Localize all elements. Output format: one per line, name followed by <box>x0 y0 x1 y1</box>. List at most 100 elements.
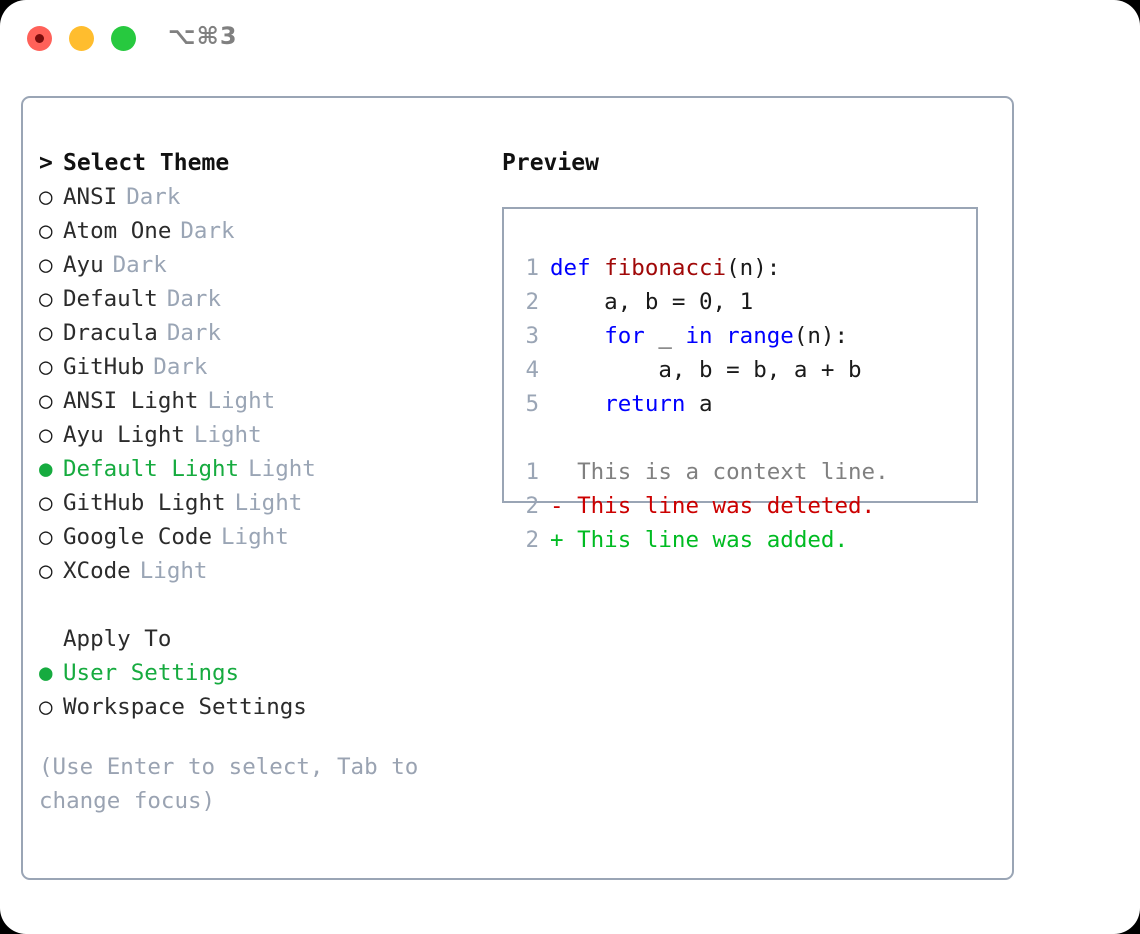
code-line-text: a, b = b, a + b <box>550 353 862 387</box>
minimize-button[interactable] <box>69 26 94 51</box>
diff-sign <box>550 455 564 489</box>
code-token: for <box>604 323 645 349</box>
theme-name-label: Default Light <box>63 456 240 482</box>
code-token: _ <box>644 323 686 349</box>
spacer <box>39 588 479 622</box>
theme-list-item[interactable]: ○ GitHub Light Light <box>39 486 479 520</box>
theme-list-item[interactable]: ○ ANSI Dark <box>39 180 479 214</box>
code-token: fibonacci <box>604 255 727 281</box>
code-line-number: 4 <box>525 357 539 383</box>
prompt-caret-icon: > <box>39 150 53 176</box>
code-line: 2 a, b = 0, 1 <box>504 285 976 319</box>
theme-mode-label: Light <box>193 422 262 448</box>
radio-icon[interactable]: ○ <box>39 354 53 380</box>
code-line-number: 3 <box>525 323 539 349</box>
radio-icon[interactable]: ○ <box>39 388 53 414</box>
code-line-text: return a <box>550 387 712 421</box>
diff-line: 2- This line was deleted. <box>504 489 976 523</box>
radio-icon[interactable]: ○ <box>39 320 53 346</box>
code-token: a, b = b, a + b <box>550 357 862 383</box>
diff-sample: 1 This is a context line.2- This line wa… <box>504 455 976 557</box>
select-theme-header: > Select Theme <box>39 146 479 180</box>
theme-mode-label: Light <box>221 524 289 550</box>
diff-line-text: This line was deleted. <box>563 493 876 519</box>
theme-mode-label: Dark <box>153 354 208 380</box>
diff-line-number: 1 <box>525 459 539 485</box>
theme-name-label: Google Code <box>63 524 213 550</box>
code-line: 3 for _ in range(n): <box>504 319 976 353</box>
code-token: (n): <box>726 255 781 281</box>
code-line-text: def fibonacci(n): <box>550 251 780 285</box>
radio-icon[interactable]: ○ <box>39 694 53 720</box>
radio-icon[interactable]: ○ <box>39 490 53 516</box>
diff-line-text: This is a context line. <box>563 459 889 485</box>
radio-selected-icon[interactable]: ● <box>39 456 53 482</box>
apply-to-item[interactable]: ○Workspace Settings <box>39 690 479 724</box>
code-token: return <box>604 391 686 417</box>
theme-name-label: Default <box>63 286 158 312</box>
radio-icon[interactable]: ○ <box>39 524 53 550</box>
keyboard-hint: (Use Enter to select, Tab to change focu… <box>39 754 432 814</box>
code-token <box>713 323 727 349</box>
select-theme-title: Select Theme <box>63 150 230 176</box>
theme-mode-label: Dark <box>126 184 181 210</box>
radio-icon[interactable]: ○ <box>39 184 53 210</box>
apply-to-indent: ○ <box>39 622 63 656</box>
code-token <box>550 323 604 349</box>
theme-mode-label: Light <box>248 456 316 482</box>
theme-list-item[interactable]: ○ XCode Light <box>39 554 479 588</box>
preview-title: Preview <box>502 150 599 176</box>
radio-icon[interactable]: ○ <box>39 286 53 312</box>
theme-list-item[interactable]: ○ Google Code Light <box>39 520 479 554</box>
apply-to-list: ● User Settings ○Workspace Settings <box>39 656 479 724</box>
radio-icon[interactable]: ○ <box>39 422 53 448</box>
code-line-text: a, b = 0, 1 <box>550 285 753 319</box>
radio-selected-icon[interactable]: ● <box>39 660 53 686</box>
code-line: 4 a, b = b, a + b <box>504 353 976 387</box>
maximize-button[interactable] <box>111 26 136 51</box>
theme-name-label: ANSI <box>63 184 118 210</box>
theme-name-label: ANSI Light <box>63 388 199 414</box>
radio-icon[interactable]: ○ <box>39 558 53 584</box>
window-titlebar: ⌥⌘3 <box>0 0 1140 78</box>
code-token: (n): <box>793 323 849 349</box>
code-token: range <box>726 323 794 349</box>
theme-name-label: Dracula <box>63 320 158 346</box>
diff-line-number: 2 <box>525 493 539 519</box>
code-line-number: 5 <box>525 391 539 417</box>
theme-mode-label: Dark <box>180 218 235 244</box>
theme-mode-label: Light <box>207 388 276 414</box>
theme-list-item[interactable]: ○ Atom One Dark <box>39 214 479 248</box>
apply-to-item[interactable]: ● User Settings <box>39 656 479 690</box>
code-token: in <box>685 323 713 349</box>
code-line: 5 return a <box>504 387 976 421</box>
theme-name-label: XCode <box>63 558 131 584</box>
theme-list-item[interactable]: ○ ANSI Light Light <box>39 384 479 418</box>
theme-name-label: Atom One <box>63 218 172 244</box>
code-line-number: 2 <box>525 289 539 315</box>
diff-line: 1 This is a context line. <box>504 455 976 489</box>
theme-mode-label: Light <box>234 490 303 516</box>
close-button[interactable] <box>27 26 52 51</box>
radio-icon[interactable]: ○ <box>39 218 53 244</box>
theme-mode-label: Light <box>139 558 208 584</box>
apply-to-title: Apply To <box>63 626 172 652</box>
apply-to-label: User Settings <box>63 660 240 686</box>
apply-to-header: ○ Apply To <box>39 622 479 656</box>
code-token: a, b = 0, 1 <box>550 289 754 315</box>
diff-line: 2+ This line was added. <box>504 523 976 557</box>
radio-icon[interactable]: ○ <box>39 252 53 278</box>
theme-name-label: GitHub Light <box>63 490 226 516</box>
theme-list-item[interactable]: ● Default Light Light <box>39 452 479 486</box>
